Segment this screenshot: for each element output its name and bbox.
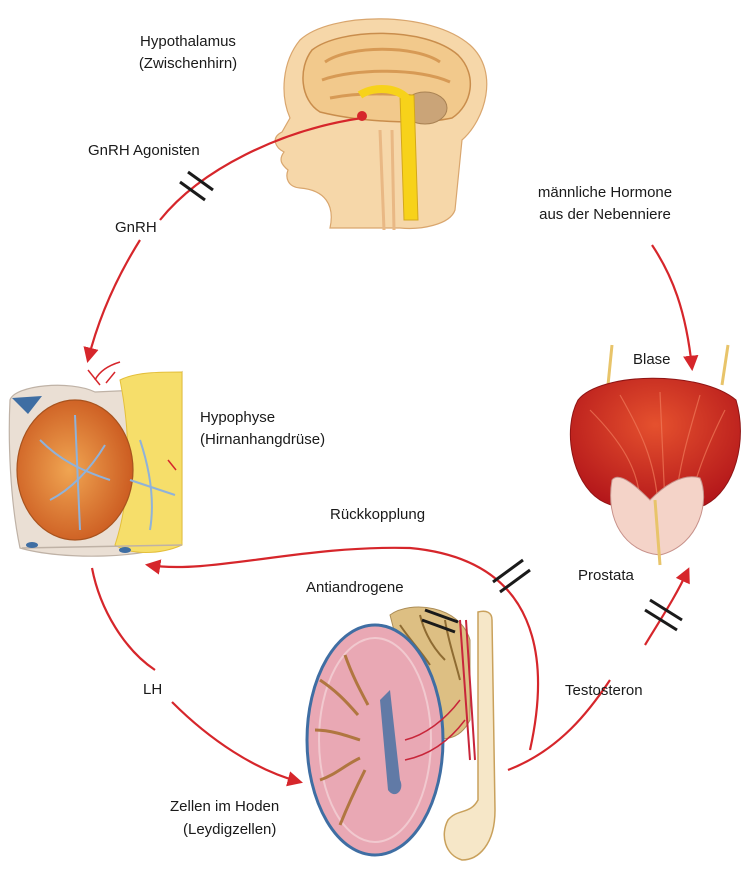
label-gnrh-agonisten: GnRH Agonisten <box>88 141 200 160</box>
label-blase: Blase <box>633 350 671 369</box>
label-hypothalamus: Hypothalamus <box>118 32 258 51</box>
label-rueckkopplung: Rückkopplung <box>330 505 425 524</box>
arrow-hypophyse-to-lh <box>92 568 155 670</box>
label-nebenniere-1: männliche Hormone <box>520 183 690 202</box>
label-antiandrogene: Antiandrogene <box>306 578 404 597</box>
label-gnrh: GnRH <box>115 218 157 237</box>
arrow-lh-to-hoden <box>172 702 300 782</box>
label-hypophyse: Hypophyse <box>200 408 275 427</box>
label-prostata: Prostata <box>578 566 634 585</box>
label-lh: LH <box>143 680 162 699</box>
label-leydigzellen: (Leydigzellen) <box>183 820 276 839</box>
pituitary-illustration <box>9 362 182 556</box>
arrow-gnrh-to-hypophyse <box>88 240 140 360</box>
block-mark-rueckkopplung <box>493 560 530 592</box>
label-nebenniere-2: aus der Nebenniere <box>520 205 690 224</box>
label-hypophyse-sub: (Hirnanhangdrüse) <box>200 430 325 449</box>
label-testosteron: Testosteron <box>565 681 643 700</box>
bladder-prostate-illustration <box>570 345 740 565</box>
arrow-testosteron-to-prostata <box>645 570 688 645</box>
label-zellen-im-hoden: Zellen im Hoden <box>170 797 279 816</box>
head-brain-illustration <box>275 19 487 230</box>
testis-illustration <box>307 607 495 860</box>
label-hypothalamus-sub: (Zwischenhirn) <box>118 54 258 73</box>
